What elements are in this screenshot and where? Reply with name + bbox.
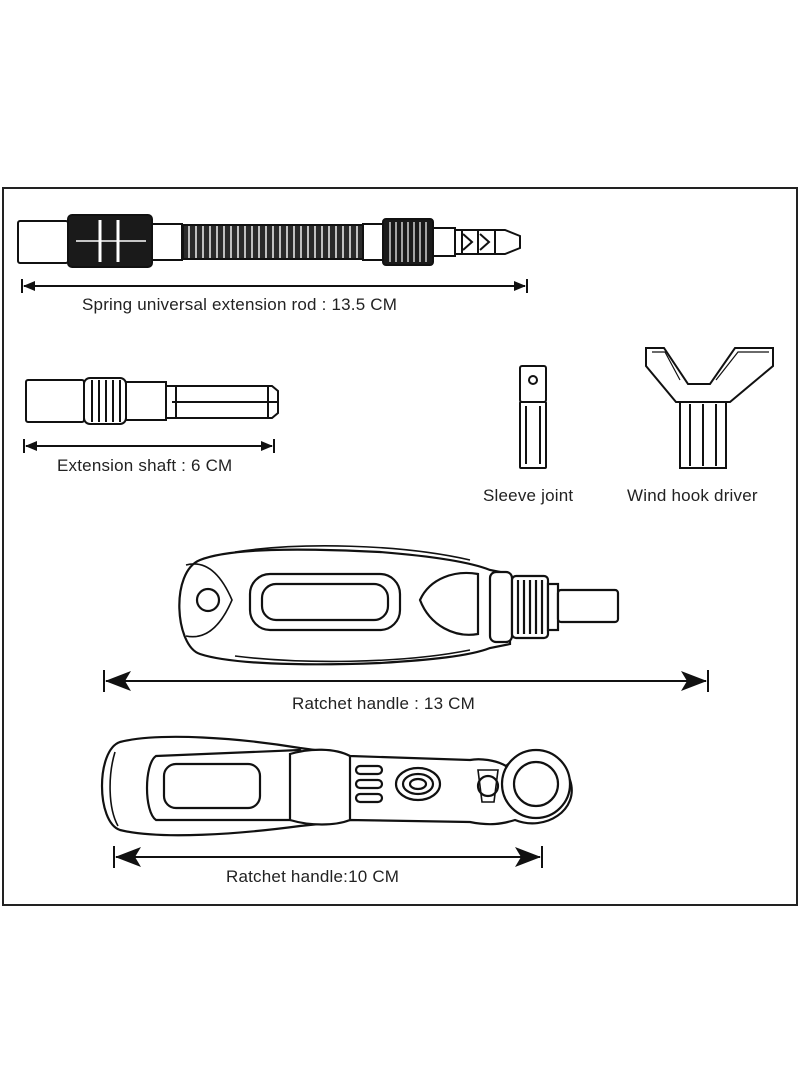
sleeve-joint-drawing <box>519 365 547 469</box>
ratchet-10-dimension-line <box>113 846 543 868</box>
frame-border <box>2 187 798 906</box>
wind-hook-driver-label: Wind hook driver <box>627 486 758 505</box>
ratchet-10-label: Ratchet handle:10 CM <box>226 867 400 886</box>
extension-shaft-drawing <box>25 377 279 425</box>
ratchet-13-dimension-line <box>103 670 709 692</box>
extension-shaft-label: Extension shaft : 6 CM <box>57 456 233 475</box>
ratchet-13-label: Ratchet handle : 13 CM <box>292 694 475 713</box>
spring-rod-label: Spring universal extension rod : 13.5 CM <box>82 295 398 314</box>
ratchet-handle-13-drawing <box>178 545 620 666</box>
spring-rod-dimension-line <box>21 279 528 293</box>
extension-shaft-dimension-line <box>23 439 275 453</box>
wind-hook-driver-drawing <box>645 347 774 469</box>
sleeve-joint-label: Sleeve joint <box>483 486 574 505</box>
spring-extension-rod-drawing <box>17 214 521 268</box>
ratchet-handle-10-drawing <box>100 735 573 837</box>
